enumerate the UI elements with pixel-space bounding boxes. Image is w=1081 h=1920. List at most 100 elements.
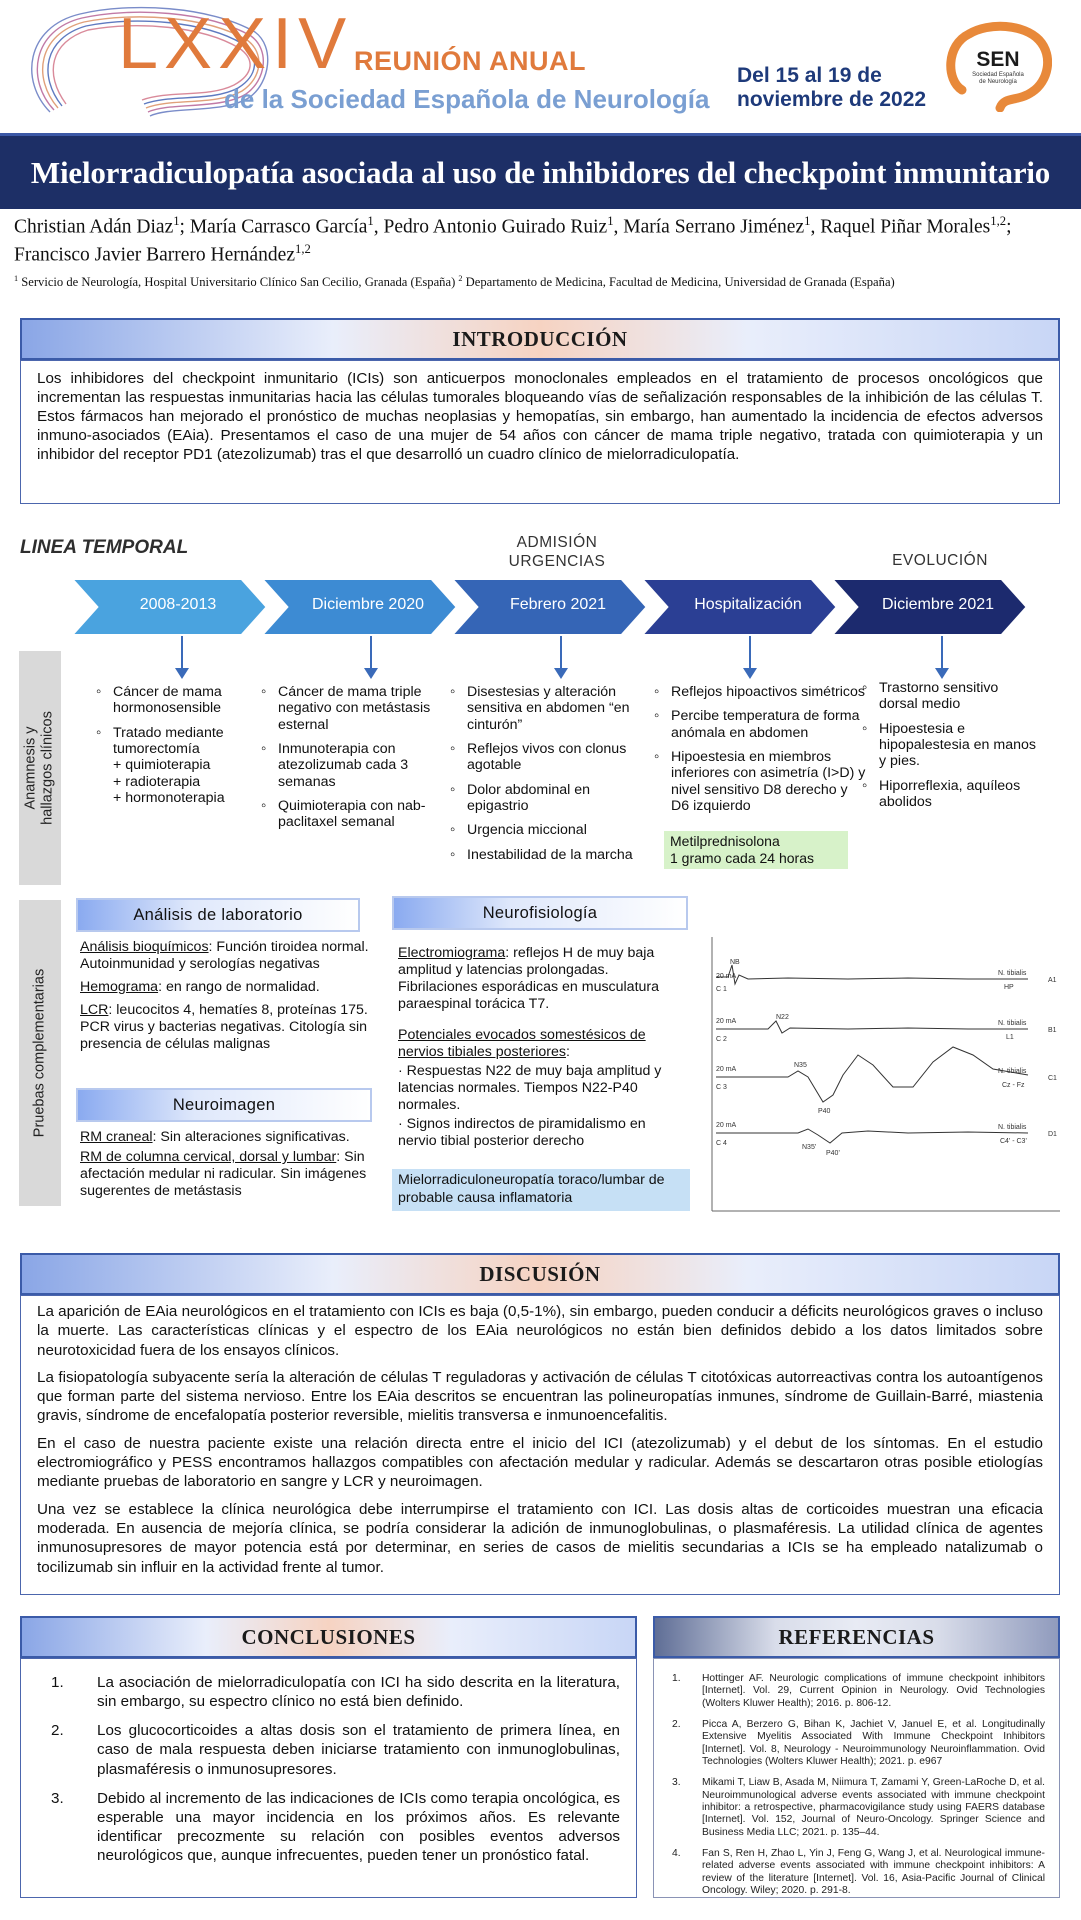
reference-item: 4. Fan S, Ren H, Zhao L, Yin J, Feng G, …	[660, 1848, 1045, 1897]
pess-label: Potenciales evocados somestésicos de ner…	[398, 1027, 646, 1061]
emg-label: Electromiograma	[398, 945, 506, 961]
referencias-heading: REFERENCIAS	[778, 1624, 935, 1649]
author-name: , Pedro Antonio Guirado Ruiz	[373, 216, 608, 238]
sen-logo: SEN Sociedad Española de Neurología	[946, 21, 1052, 112]
timeline-step-label: Hospitalización	[694, 596, 802, 613]
congress-dates: Del 15 al 19 de noviembre de 2022	[737, 64, 926, 112]
side-tab-pruebas: Pruebas complementarias	[19, 900, 61, 1206]
trace-lead: C4' - C3'	[1000, 1138, 1027, 1145]
trace-lead: Cz - Fz	[1002, 1082, 1025, 1089]
discusion-paragraph: La fisiopatología subyacente sería la al…	[37, 1368, 1043, 1425]
sen-logo-text: SEN	[976, 48, 1019, 71]
emg-text: : reflejos H de muy baja amplitud y late…	[398, 945, 660, 1013]
discusion-paragraph: En el caso de nuestra paciente existe un…	[37, 1434, 1043, 1491]
affiliation-1: Servicio de Neurología, Hospital Univers…	[18, 275, 459, 290]
reference-item: 1. Hottinger AF. Neurologic complication…	[660, 1673, 1045, 1710]
trace-lead: L1	[1006, 1034, 1014, 1041]
author-name: Christian Adán Diaz	[14, 216, 174, 238]
trace-channel: C 4	[716, 1140, 727, 1147]
sen-logo-subtitle-2: de Neurología	[979, 79, 1017, 85]
trace-amp: 20 mA	[716, 1122, 737, 1129]
trace-row-id: B1	[1048, 1027, 1057, 1034]
author-affil-mark: 1	[173, 214, 180, 228]
rm-columna-label: RM de columna cervical, dorsal y lumbar	[80, 1149, 337, 1166]
congress-name: REUNIÓN ANUAL	[354, 46, 586, 76]
timeline-arrow	[554, 636, 568, 679]
discusion-heading-bar: DISCUSIÓN	[20, 1253, 1060, 1295]
trace-amp: 20 mA	[716, 973, 737, 980]
neuroimagen-heading-bar: Neuroimagen	[76, 1088, 372, 1122]
discusion-paragraph: La aparición de EAia neurológicos en el …	[37, 1303, 1043, 1359]
timeline-finding: Urgencia miccional	[450, 821, 650, 839]
timeline-finding: Percibe temperatura de forma anómala en …	[654, 707, 866, 741]
trace-row-id: C1	[1048, 1075, 1057, 1082]
conclusion-text: Los glucocorticoides a altas dosis son e…	[97, 1722, 620, 1778]
bioq-label: Análisis bioquímicos	[80, 939, 209, 955]
timeline-finding: Hipoestesia en miembros inferiores con a…	[654, 748, 866, 814]
trace-peak: NB	[730, 959, 740, 966]
reference-number: 3.	[672, 1777, 681, 1789]
dates-line-1: Del 15 al 19 de	[737, 64, 882, 87]
pess-finding-2: · Signos indirectos de piramidalismo en …	[398, 1116, 646, 1150]
intro-text: Los inhibidores del checkpoint inmunitar…	[37, 370, 1043, 463]
trace-peak-2: P40'	[826, 1150, 840, 1157]
trace-row-a1: 20 mA C 1 NB N. tibialis HP A1	[716, 959, 1057, 993]
neurofis-conclusion: Mielorradiculoneuropatía toraco/lumbar d…	[392, 1169, 690, 1211]
timeline-finding: Disestesias y alteración sensitiva en ab…	[450, 683, 650, 733]
conclusion-number: 1.	[51, 1674, 64, 1691]
conclusion-text: La asociación de mielorradiculopatía con…	[97, 1674, 620, 1711]
author-affil-mark: 1,2	[990, 214, 1007, 228]
reference-text: Hottinger AF. Neurologic complications o…	[702, 1673, 1045, 1709]
timeline-chevron	[70, 578, 271, 636]
timeline-arrow	[175, 636, 189, 679]
treatment-note-line2: 1 gramo cada 24 horas	[670, 849, 814, 866]
author-name: ; Francisco Javier Barrero Hernández	[14, 216, 1012, 266]
affiliation-2: Departamento de Medicina, Facultad de Me…	[462, 275, 895, 290]
timeline-step-label: Diciembre 2020	[311, 596, 425, 613]
side-label-pruebas: Pruebas complementarias	[31, 968, 48, 1138]
timeline-col-4: Reflejos hipoactivos simétricos Percibe …	[654, 683, 866, 822]
reference-text: Mikami T, Liaw B, Asada M, Niimura T, Za…	[702, 1777, 1045, 1838]
intro-heading-bar: INTRODUCCIÓN	[20, 318, 1060, 360]
rm-columna-text: : Sin afectación medular ni radicular. S…	[80, 1149, 367, 1200]
author-name: , Raquel Piñar Morales	[810, 216, 991, 238]
referencias-heading-bar: REFERENCIAS	[653, 1616, 1060, 1658]
timeline-finding: Cáncer de mama hormonosensible	[96, 683, 246, 717]
trace-row-c1: 20 mA C 3 N35 P40 N. tibialis Cz - Fz C1	[716, 1046, 1057, 1115]
neurofis-results: Electromiograma: reflejos H de muy baja …	[398, 945, 688, 1156]
trace-nerve: N. tibialis	[998, 1020, 1027, 1027]
conclusiones-box: 1. La asociación de mielorradiculopatía …	[20, 1658, 637, 1898]
neurofis-heading-bar: Neurofisiología	[392, 896, 688, 930]
dates-line-2: noviembre de 2022	[737, 88, 927, 112]
reference-number: 1.	[672, 1673, 681, 1684]
trace-row-id: A1	[1048, 977, 1057, 984]
trace-row-b1: 20 mA C 2 N22 N. tibialis L1 B1	[716, 1014, 1057, 1043]
reference-item: 2. Picca A, Berzero G, Bihan K, Jachiet …	[660, 1719, 1045, 1768]
hemo-text: : en rango de normalidad.	[158, 979, 320, 996]
timeline-finding: Reflejos hipoactivos simétricos	[654, 683, 866, 701]
trace-peak-2: P40	[818, 1108, 831, 1115]
timeline-finding: Reflejos vivos con clonus agotable	[450, 740, 650, 774]
intro-heading: INTRODUCCIÓN	[452, 326, 628, 351]
timeline-heading: LINEA TEMPORAL	[20, 537, 189, 558]
timeline-step-label: Diciembre 2021	[881, 596, 995, 613]
timeline-arrow	[935, 636, 949, 679]
phase-admision-line2: URGENCIAS	[508, 552, 606, 570]
trace-channel: C 3	[716, 1084, 727, 1091]
author-list: Christian Adán Diaz1; María Carrasco Gar…	[14, 213, 1069, 269]
timeline-chevron	[637, 578, 841, 636]
trace-channel: C 2	[716, 1036, 727, 1043]
conclusion-item: 3. Debido al incremento de las indicacio…	[29, 1789, 620, 1866]
conclusion-item: 2. Los glucocorticoides a altas dosis so…	[29, 1721, 620, 1778]
timeline-step-label: Febrero 2021	[509, 596, 607, 613]
society-name: de la Sociedad Española de Neurología	[224, 84, 710, 114]
timeline-arrow	[364, 636, 378, 679]
trace-lead: HP	[1004, 984, 1014, 991]
timeline-col-1: Cáncer de mama hormonosensible Tratado m…	[96, 683, 246, 814]
conclusiones-heading: CONCLUSIONES	[241, 1624, 416, 1649]
timeline-finding: Hiporreflexia, aquíleos abolidos	[862, 777, 1037, 811]
side-tab-anamnesis: Anamnesis y hallazgos clínicos	[19, 651, 61, 885]
side-label-line1: Anamnesis y	[22, 726, 39, 810]
affil-mark: 1	[14, 274, 19, 283]
author-affil-mark: 1	[804, 214, 811, 228]
